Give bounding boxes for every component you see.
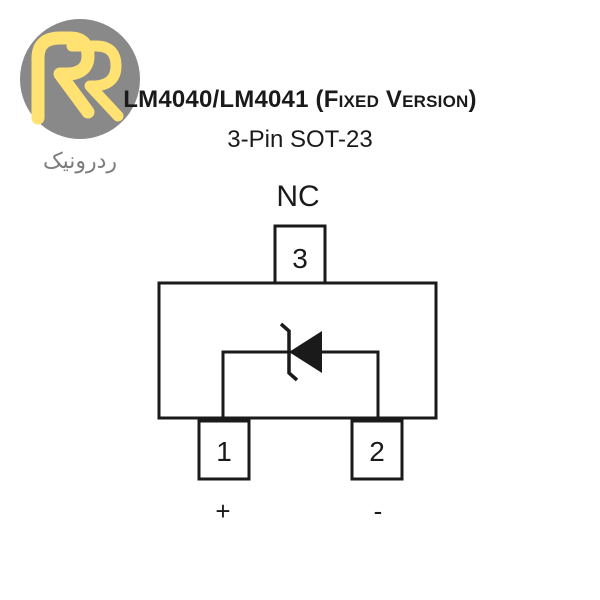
zener-diode-triangle <box>289 331 322 373</box>
pin-3-box <box>273 224 327 285</box>
pin-1-number: 1 <box>216 436 232 467</box>
package-subtitle: 3-Pin SOT-23 <box>227 126 373 153</box>
pin-1-box <box>197 419 251 481</box>
watermark-text: ردرونیک <box>42 148 118 173</box>
watermark-logo <box>20 19 140 139</box>
pin-3-number: 3 <box>292 243 308 274</box>
pin-2-number: 2 <box>369 436 385 467</box>
pin-2-box <box>350 419 404 481</box>
watermark-logo-letter-right <box>66 40 124 122</box>
pin-1-label: + <box>215 496 230 526</box>
title-part-number: LM4040/LM4041 <box>123 86 309 113</box>
title-version: (Fixed Version) <box>315 86 477 113</box>
pin-3-label: NC <box>276 180 319 213</box>
zener-diode-bar <box>279 322 299 382</box>
diagram-title: LM4040/LM4041 (Fixed Version) <box>60 86 540 114</box>
pin-2-label: - <box>374 496 383 526</box>
